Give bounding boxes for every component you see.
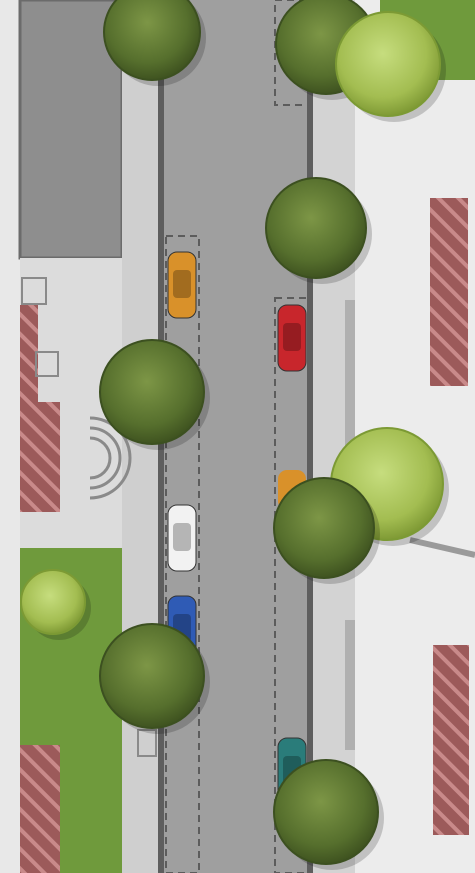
trees	[20, 0, 449, 870]
drainage-strip	[345, 620, 355, 750]
parking-lane-left	[165, 235, 200, 873]
car-red	[277, 304, 307, 372]
tree-canopy	[265, 177, 372, 284]
car-orange	[167, 251, 197, 319]
car-white	[167, 504, 197, 572]
right-curb	[307, 0, 313, 873]
bike-rack	[21, 277, 47, 305]
tree-canopy	[273, 759, 384, 870]
tree-canopy	[99, 339, 210, 450]
road	[164, 0, 309, 873]
drainage-strip	[345, 300, 355, 450]
path-line	[409, 537, 475, 558]
hatched-block	[433, 645, 469, 835]
tree-canopy	[99, 623, 210, 734]
stepped-seating	[89, 416, 132, 500]
tree-canopy-light	[335, 11, 446, 122]
tree-canopy	[103, 0, 206, 86]
bike-rack	[35, 351, 59, 377]
hatched-block	[430, 198, 468, 386]
bench	[137, 729, 157, 757]
hatched-block	[20, 305, 38, 405]
tree-canopy	[273, 477, 380, 584]
hatched-block	[20, 745, 60, 873]
tree-canopy-light	[20, 569, 91, 640]
hatched-block	[20, 402, 60, 512]
